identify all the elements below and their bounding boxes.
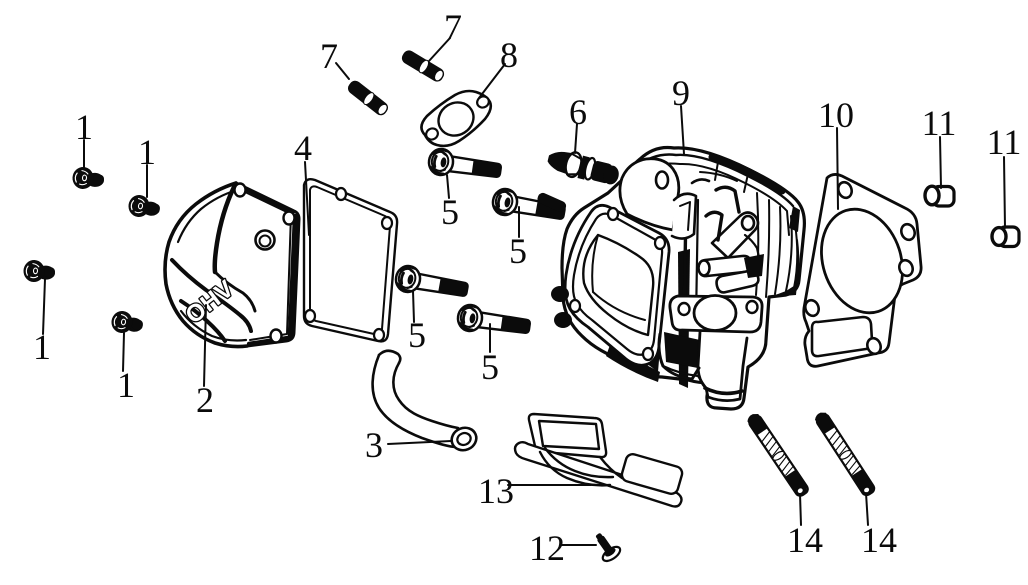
svg-text:1: 1 xyxy=(117,365,135,405)
svg-text:10: 10 xyxy=(818,95,854,135)
svg-text:7: 7 xyxy=(444,7,462,47)
svg-text:5: 5 xyxy=(441,192,459,232)
svg-text:5: 5 xyxy=(481,347,499,387)
svg-text:12: 12 xyxy=(529,528,565,568)
svg-text:4: 4 xyxy=(294,128,312,168)
svg-text:9: 9 xyxy=(672,73,690,113)
svg-text:5: 5 xyxy=(509,231,527,271)
svg-text:11: 11 xyxy=(922,103,957,143)
svg-text:7: 7 xyxy=(320,36,338,76)
svg-text:5: 5 xyxy=(408,315,426,355)
svg-text:2: 2 xyxy=(196,380,214,420)
svg-text:8: 8 xyxy=(500,35,518,75)
svg-text:14: 14 xyxy=(861,520,897,560)
svg-text:1: 1 xyxy=(75,107,93,147)
svg-text:13: 13 xyxy=(478,471,514,511)
svg-text:6: 6 xyxy=(569,92,587,132)
svg-text:14: 14 xyxy=(787,520,823,560)
svg-text:3: 3 xyxy=(365,425,383,465)
svg-text:11: 11 xyxy=(987,122,1022,162)
svg-text:1: 1 xyxy=(138,132,156,172)
svg-text:1: 1 xyxy=(33,327,51,367)
